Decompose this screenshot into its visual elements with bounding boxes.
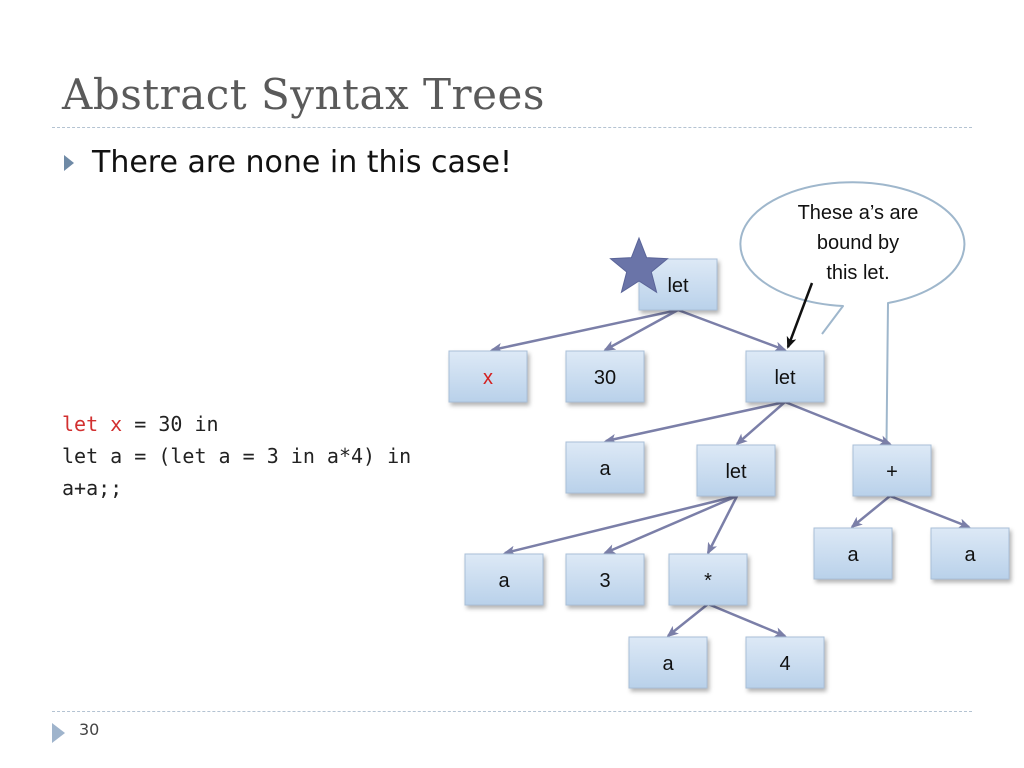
tree-labels: let x 30 let a let + a 3 * a a a 4 bbox=[483, 275, 976, 675]
node-a3 bbox=[628, 636, 708, 689]
bullet-item: There are none in this case! bbox=[64, 145, 512, 180]
code-block: let x = 30 in let a = (let a = 3 in a*4)… bbox=[62, 408, 411, 504]
callout-line-3: this let. bbox=[826, 262, 889, 284]
node-a1 bbox=[565, 441, 645, 494]
node-a2 bbox=[464, 553, 544, 606]
edge-let3-a bbox=[503, 494, 738, 556]
label-plus: + bbox=[886, 461, 898, 483]
edge-let3-3 bbox=[603, 494, 738, 555]
footer-divider bbox=[52, 711, 972, 712]
node-a6 bbox=[930, 527, 1010, 580]
edge-mul-4 bbox=[707, 602, 787, 638]
node-3 bbox=[565, 553, 645, 606]
node-a5 bbox=[813, 527, 893, 580]
node-30 bbox=[565, 350, 645, 403]
label-3: 3 bbox=[599, 570, 610, 592]
page-number: 30 bbox=[79, 720, 100, 739]
title-divider bbox=[52, 127, 972, 128]
label-x: x bbox=[483, 367, 493, 389]
label-4: 4 bbox=[779, 653, 790, 675]
node-4 bbox=[745, 636, 825, 689]
code-line1-rest: = 30 in bbox=[122, 412, 219, 436]
label-root-let: let bbox=[667, 275, 689, 297]
callout-bubble: These a’s are bound by this let. bbox=[739, 181, 966, 491]
node-let2 bbox=[745, 350, 825, 403]
label-mul: * bbox=[704, 570, 712, 592]
callout-line-1: These a’s are bbox=[798, 202, 919, 224]
label-30: 30 bbox=[594, 367, 616, 389]
footer-triangle-icon bbox=[52, 723, 65, 743]
edge-root-x bbox=[490, 308, 679, 353]
edge-let2-a bbox=[604, 400, 786, 444]
edge-let3-mul bbox=[706, 495, 739, 555]
label-a5: a bbox=[847, 544, 859, 566]
label-let3: let bbox=[725, 461, 747, 483]
bullet-text: There are none in this case! bbox=[92, 145, 513, 180]
node-let3 bbox=[696, 444, 776, 497]
label-let2: let bbox=[774, 367, 796, 389]
callout-line-2: bound by bbox=[817, 232, 899, 254]
edge-root-30 bbox=[603, 308, 679, 352]
label-a3: a bbox=[662, 653, 674, 675]
slide-title: Abstract Syntax Trees bbox=[62, 70, 545, 119]
code-keyword-let: let bbox=[62, 412, 99, 436]
node-plus bbox=[852, 444, 932, 497]
bullet-triangle-icon bbox=[64, 154, 74, 171]
tree-edges bbox=[490, 308, 971, 638]
code-line3: a+a;; bbox=[62, 476, 123, 500]
label-a6: a bbox=[964, 544, 976, 566]
edge-let2-plus bbox=[784, 400, 892, 446]
edge-let2-let3 bbox=[735, 401, 786, 446]
node-mul bbox=[668, 553, 748, 606]
label-a2: a bbox=[498, 570, 510, 592]
label-a1: a bbox=[599, 458, 611, 480]
callout-arrow bbox=[786, 282, 814, 349]
node-x bbox=[448, 350, 528, 403]
code-var-x: x bbox=[110, 412, 123, 436]
tree-nodes bbox=[448, 258, 1010, 689]
edge-plus-a2 bbox=[889, 494, 971, 529]
edge-mul-a bbox=[666, 603, 709, 638]
edge-plus-a bbox=[850, 495, 891, 529]
star-icon bbox=[609, 236, 669, 294]
code-line2: let a = (let a = 3 in a*4) in bbox=[62, 444, 412, 468]
edge-root-let2 bbox=[677, 308, 787, 352]
